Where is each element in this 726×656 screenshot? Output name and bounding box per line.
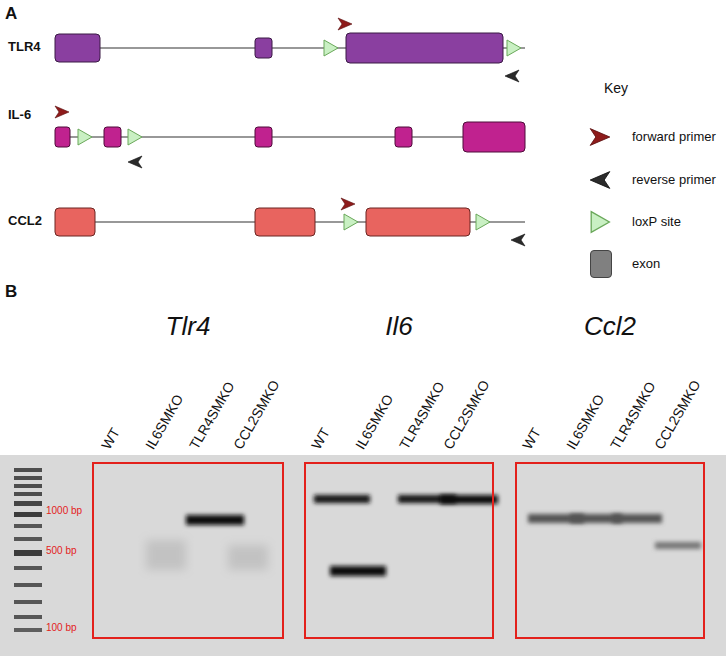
lane-label: CCL2SMKO [651, 377, 703, 452]
exon [255, 38, 272, 58]
ladder-size: 1000 bp [46, 505, 82, 517]
intron-line [55, 136, 525, 137]
reverse-primer [505, 70, 519, 82]
gel-bands [146, 495, 701, 576]
legend-text: forward primer [632, 130, 716, 145]
reverse-primer [511, 234, 525, 246]
lane-label: IL6SMKO [563, 391, 607, 452]
lane-box [93, 463, 283, 638]
gel-heading: Il6 [385, 312, 412, 342]
lane-label: WT [98, 425, 123, 452]
exon [104, 127, 121, 147]
ladder [14, 468, 42, 632]
ladder-size: 100 bp [46, 622, 77, 634]
lane-label: CCL2SMKO [440, 377, 492, 452]
key-icons [590, 129, 610, 233]
il6-gene [55, 106, 525, 168]
lane-label: IL6SMKO [352, 391, 396, 452]
gene-name: IL-6 [8, 108, 31, 123]
forward-primer [55, 106, 69, 118]
legend-text: exon [632, 257, 660, 272]
lane-label: TLR4SMKO [607, 379, 659, 452]
legend-swatch [590, 250, 612, 278]
forward-primer [338, 18, 352, 30]
exon [366, 208, 470, 236]
panel-letter: B [5, 282, 17, 302]
loxp-site [507, 40, 521, 56]
ccl2-gene [55, 198, 525, 246]
gel-background [0, 455, 726, 656]
tlr4-gene [55, 18, 525, 82]
lane-box [305, 463, 493, 638]
band [314, 495, 370, 503]
band [330, 566, 386, 576]
exon [346, 33, 503, 63]
loxp-site [324, 40, 338, 56]
loxp-site [476, 214, 490, 230]
lane-label: WT [308, 425, 333, 452]
gel-image [0, 455, 726, 656]
band [655, 542, 701, 549]
panel-letter: A [5, 4, 17, 24]
loxp-site [591, 212, 609, 233]
loxp-site [128, 129, 142, 145]
lane-label: CCL2SMKO [230, 377, 282, 452]
gene-name: TLR4 [8, 40, 41, 55]
gel-heading: Ccl2 [584, 312, 636, 342]
smear [228, 545, 268, 570]
ladder-size: 500 bp [46, 545, 77, 557]
exon [55, 208, 95, 236]
exon [55, 127, 70, 147]
exon [255, 208, 315, 236]
lane-label: IL6SMKO [142, 391, 186, 452]
exon [395, 127, 412, 147]
loxp-site [344, 214, 358, 230]
lane-label: WT [519, 425, 544, 452]
reverse-primer [128, 156, 142, 168]
gene-name: CCL2 [8, 214, 42, 229]
band [612, 514, 662, 523]
gel-heading: Tlr4 [166, 312, 211, 342]
lane-box [516, 463, 704, 638]
lane-label: TLR4SMKO [396, 379, 448, 452]
loxp-site [78, 129, 92, 145]
key-title: Key [604, 80, 628, 96]
exon [463, 122, 525, 152]
exon [255, 127, 272, 147]
legend-text: reverse primer [632, 173, 716, 188]
reverse-primer [590, 172, 610, 189]
legend-text: loxP site [632, 215, 681, 230]
exon [55, 34, 100, 62]
lane-label: TLR4SMKO [186, 379, 238, 452]
forward-primer [590, 129, 610, 146]
smear [146, 540, 186, 570]
forward-primer [341, 198, 355, 210]
band [186, 515, 244, 525]
band [440, 495, 498, 504]
